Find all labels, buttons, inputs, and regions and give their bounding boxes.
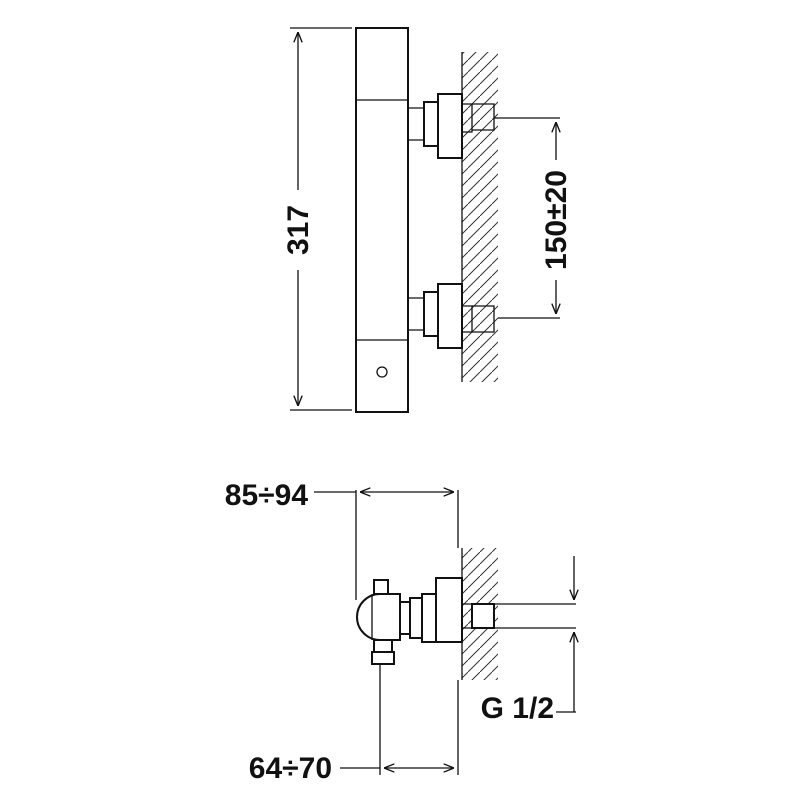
- outlet-depth-label: 64÷70: [249, 752, 332, 785]
- front-view: 317 150±20: [282, 27, 573, 413]
- thermostatic-mixer-icon: [355, 27, 498, 413]
- wall-hatch-icon: [461, 52, 498, 382]
- inlet-spacing-label: 150±20: [540, 170, 573, 270]
- depth-label: 85÷94: [225, 479, 309, 512]
- depth-dimension: 85÷94: [225, 479, 459, 600]
- inlet-spacing-dimension: 150±20: [498, 117, 573, 319]
- height-dimension: 317: [282, 27, 352, 411]
- height-label: 317: [282, 205, 315, 255]
- thread-dimension: G 1/2: [481, 556, 576, 725]
- thread-label: G 1/2: [481, 692, 554, 725]
- mixer-side-icon: [356, 577, 576, 665]
- side-view: 85÷94 64÷70 G 1/2: [225, 479, 576, 785]
- outlet-depth-dimension: 64÷70: [249, 664, 459, 785]
